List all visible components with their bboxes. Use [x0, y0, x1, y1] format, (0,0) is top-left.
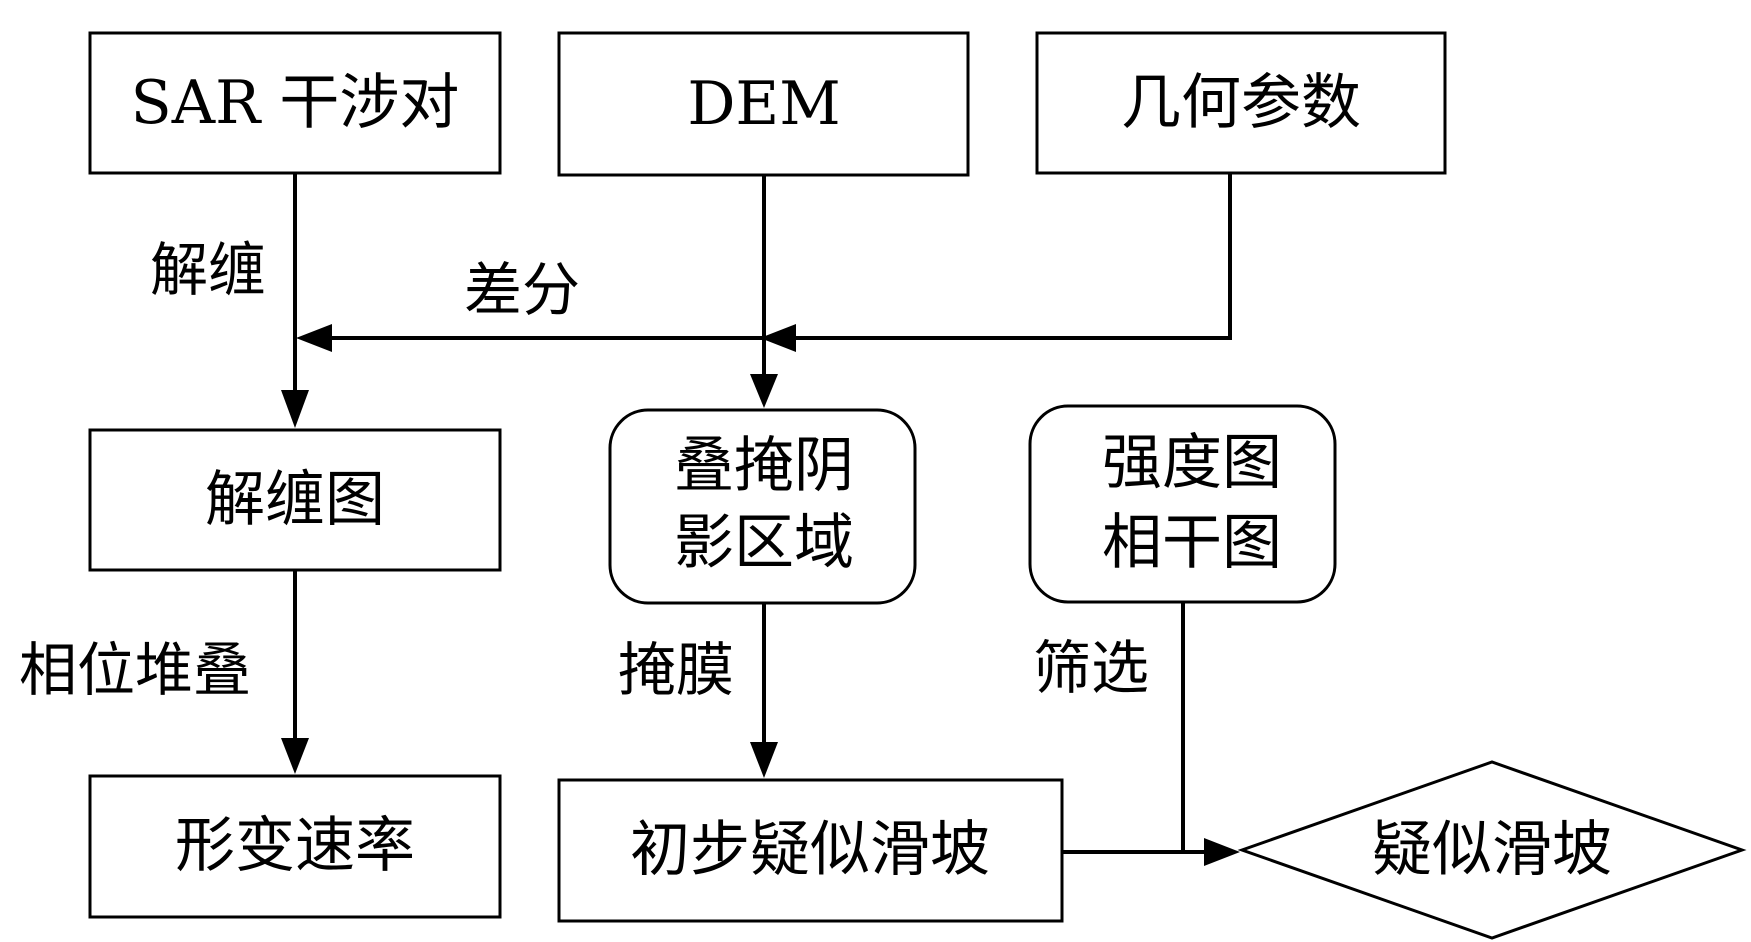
node-intensity-coherence: 强度图 相干图	[1028, 404, 1337, 604]
connector-geometry-to-junction	[790, 173, 1232, 340]
unwrapped-map-box	[88, 428, 502, 572]
edge-label-mask: 掩膜	[618, 636, 734, 704]
arrowhead-at-dem-junction	[760, 324, 796, 352]
node-geometry-params: 几何参数	[1035, 31, 1447, 175]
sar-pair-box	[88, 31, 502, 175]
dem-box	[557, 31, 970, 177]
node-suspected-landslide: 疑似滑坡	[1237, 760, 1747, 940]
dem-label: DEM	[687, 69, 840, 139]
arrowhead-into-unwrapped	[281, 390, 309, 428]
sar-pair-label: SAR 干涉对	[131, 68, 460, 138]
layover-shadow-box	[608, 408, 917, 605]
unwrapped-map-label: 解缠图	[205, 465, 385, 535]
intensity-coherence-box	[1028, 404, 1337, 604]
suspected-landslide-diamond	[1237, 760, 1747, 940]
arrowhead-into-layover-shadow	[750, 374, 778, 408]
edge-labels: 解缠 差分 相位堆叠 掩膜 筛选	[19, 236, 1149, 704]
arrowhead-at-unwrap-line	[296, 324, 332, 352]
edge-label-difference: 差分	[464, 256, 580, 324]
intensity-coherence-label-line2: 相干图	[1102, 508, 1282, 578]
node-dem: DEM	[557, 31, 970, 177]
deformation-rate-box	[88, 774, 502, 919]
arrowhead-into-suspected-landslide	[1204, 838, 1240, 866]
edge-label-unwrap: 解缠	[150, 236, 266, 304]
intensity-coherence-label-line1: 强度图	[1102, 428, 1282, 498]
node-deformation-rate: 形变速率	[88, 774, 502, 919]
suspected-landslide-label: 疑似滑坡	[1372, 815, 1612, 885]
arrowhead-into-deformation-rate	[281, 738, 309, 774]
layover-shadow-label-line1: 叠掩阴	[674, 431, 854, 501]
initial-suspected-box	[557, 778, 1064, 923]
edge-label-phase-stacking: 相位堆叠	[19, 636, 251, 704]
arrowhead-into-initial-suspected	[750, 742, 778, 778]
connectors	[281, 173, 1240, 866]
geometry-params-box	[1035, 31, 1447, 175]
node-layover-shadow: 叠掩阴 影区域	[608, 408, 917, 605]
geometry-params-label: 几何参数	[1121, 68, 1361, 138]
node-initial-suspected: 初步疑似滑坡	[557, 778, 1064, 923]
layover-shadow-label-line2: 影区域	[674, 508, 854, 578]
edge-label-filter: 筛选	[1033, 634, 1149, 702]
node-unwrapped-map: 解缠图	[88, 428, 502, 572]
deformation-rate-label: 形变速率	[175, 811, 415, 881]
node-sar-pair: SAR 干涉对	[88, 31, 502, 175]
initial-suspected-label: 初步疑似滑坡	[630, 815, 990, 885]
